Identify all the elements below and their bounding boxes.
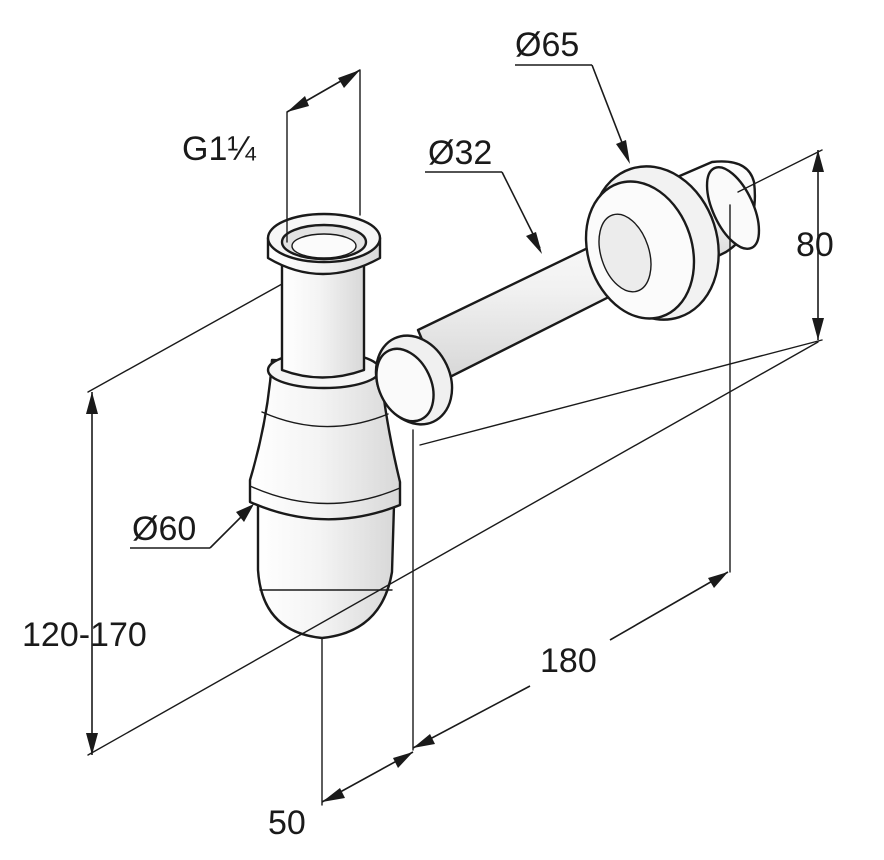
outlet-union-nut <box>374 334 454 426</box>
body-diameter-dimension: Ø60 <box>130 504 254 549</box>
height-range-label: 120-170 <box>22 616 147 654</box>
wall-offset-dimension: 80 <box>419 149 834 446</box>
pipe-diameter-dimension: Ø32 <box>425 134 542 254</box>
trap-bell <box>248 358 402 521</box>
body-offset-dimension: 50 <box>268 751 414 842</box>
rosette-diameter-label: Ø65 <box>515 26 579 64</box>
body-diameter-label: Ø60 <box>132 510 196 548</box>
wall-offset-label: 80 <box>796 226 834 264</box>
thread-dimension: G1¼ <box>182 69 361 243</box>
thread-size-label: G1¼ <box>182 130 256 168</box>
vertical-tailpiece <box>280 256 366 379</box>
rosette-diameter-dimension: Ø65 <box>515 26 630 164</box>
trap-cup <box>256 498 396 640</box>
length-dimension: 180 <box>412 204 731 749</box>
wall-pipe-end <box>705 166 761 250</box>
height-dimension: 120-170 <box>22 283 819 756</box>
top-flange <box>266 212 382 276</box>
pipe-diameter-label: Ø32 <box>428 134 492 172</box>
body-offset-label: 50 <box>268 804 306 842</box>
trap-body <box>248 160 761 806</box>
length-label: 180 <box>540 642 597 680</box>
wall-rosette <box>584 165 720 321</box>
